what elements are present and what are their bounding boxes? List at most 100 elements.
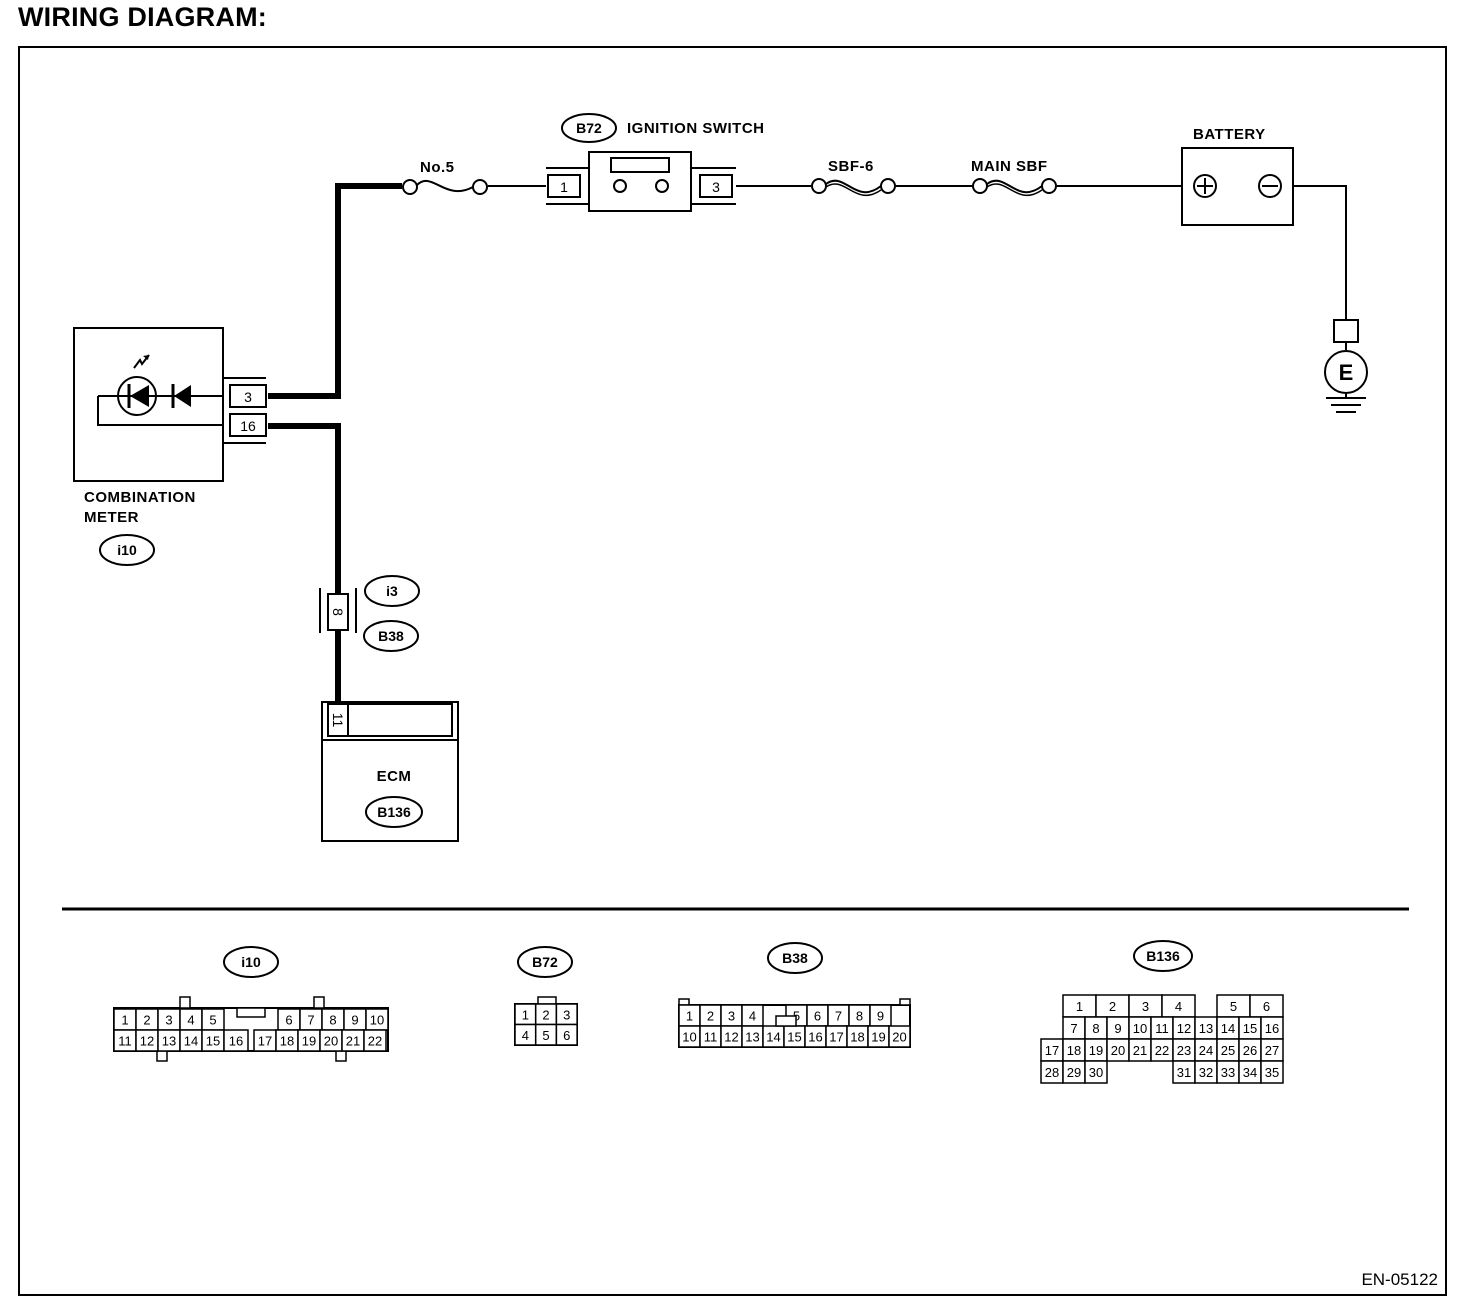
main-sbf-fuse: MAIN SBF — [971, 158, 1057, 197]
joint-connector-b38: B38 — [378, 628, 404, 644]
sbf6-label: SBF-6 — [828, 158, 874, 175]
meter-connector-id: i10 — [117, 542, 137, 558]
joint-connector: 8 i3 B38 — [319, 575, 420, 652]
b38-pin-3: 3 — [728, 1009, 735, 1024]
i10-pin-20: 20 — [324, 1034, 338, 1049]
ecm-connector-id: B136 — [377, 804, 411, 820]
i10-pin-14: 14 — [184, 1034, 198, 1049]
b136-pin-27: 27 — [1265, 1043, 1279, 1058]
b136-pin-4: 4 — [1175, 999, 1182, 1014]
i10-pin-11: 11 — [118, 1034, 132, 1049]
i10-pin-1: 1 — [121, 1013, 128, 1028]
i10-pin-22: 22 — [368, 1034, 382, 1049]
b136-pin-6: 6 — [1263, 999, 1270, 1014]
battery-label: BATTERY — [1193, 126, 1266, 143]
b38-pin-7: 7 — [835, 1009, 842, 1024]
b38-pin-16: 16 — [808, 1030, 822, 1045]
ign-connector-id: B72 — [576, 120, 602, 136]
connector-face-b72-label: B72 — [532, 954, 558, 970]
b38-pin-20-box — [888, 1025, 911, 1048]
ecm-pin-11: 11 — [330, 713, 346, 728]
i10-pin-7: 7 — [307, 1013, 314, 1028]
i10-pin-3: 3 — [165, 1013, 172, 1028]
b136-pin-7: 7 — [1070, 1021, 1077, 1036]
b38-pin-20: 20 — [892, 1030, 906, 1045]
ign-pin-3: 3 — [712, 179, 720, 195]
b136-pin-34: 34 — [1243, 1065, 1257, 1080]
i10-pin-5: 5 — [209, 1013, 216, 1028]
b136-pin-13: 13 — [1199, 1021, 1213, 1036]
b136-pin-18: 18 — [1067, 1043, 1081, 1058]
b136-pin-35-box — [1260, 1060, 1284, 1084]
figure-id: EN-05122 — [1361, 1270, 1438, 1289]
i10-pin-10: 10 — [370, 1013, 384, 1028]
meter-label-line1: COMBINATION — [84, 489, 196, 506]
b38-pin-13: 13 — [745, 1030, 759, 1045]
b136-pin-16: 16 — [1265, 1021, 1279, 1036]
ground-label: E — [1339, 360, 1354, 385]
i10-pin-16-box — [223, 1029, 249, 1052]
i10-pin-4: 4 — [187, 1013, 194, 1028]
meter-pin-16: 16 — [240, 418, 256, 434]
b72-pin-2: 2 — [542, 1007, 549, 1022]
battery: BATTERY — [1181, 126, 1294, 226]
b38-pin-10: 10 — [682, 1030, 696, 1045]
b136-pin-33: 33 — [1221, 1065, 1235, 1080]
meter-pin-3: 3 — [244, 389, 252, 405]
sbf6-fuse: SBF-6 — [811, 158, 896, 197]
b38-pin-8: 8 — [856, 1009, 863, 1024]
page-title: WIRING DIAGRAM: — [18, 2, 267, 32]
b72-pin-1: 1 — [522, 1007, 529, 1022]
fuse-no5-label: No.5 — [420, 159, 455, 176]
b136-pin-28: 28 — [1045, 1065, 1059, 1080]
ign-pin-1: 1 — [560, 179, 568, 195]
b38-pin-4: 4 — [749, 1009, 756, 1024]
i10-pin-9: 9 — [351, 1013, 358, 1028]
b72-pin-3: 3 — [563, 1007, 570, 1022]
signal-wire — [268, 423, 341, 705]
b136-pin-23: 23 — [1177, 1043, 1191, 1058]
ecm-label: ECM — [377, 768, 412, 785]
b136-pin-9: 9 — [1114, 1021, 1121, 1036]
ecm: 11 ECM B136 — [321, 701, 459, 842]
b136-pin-31: 31 — [1177, 1065, 1191, 1080]
i10-pin-12: 12 — [140, 1034, 154, 1049]
i10-pin-19: 19 — [302, 1034, 316, 1049]
b136-pin-15: 15 — [1243, 1021, 1257, 1036]
b136-pin-12: 12 — [1177, 1021, 1191, 1036]
fuse-no5: No.5 — [402, 159, 488, 195]
ignition-switch-label: IGNITION SWITCH — [627, 120, 765, 137]
b136-pin-5: 5 — [1230, 999, 1237, 1014]
i10-pin-13: 13 — [162, 1034, 176, 1049]
b136-pin-3: 3 — [1142, 999, 1149, 1014]
b136-pin-19: 19 — [1089, 1043, 1103, 1058]
b72-pin-6-box — [555, 1023, 578, 1046]
i10-pin-15: 15 — [206, 1034, 220, 1049]
ignition-switch: 1 3 B72 IGNITION SWITCH — [546, 113, 765, 212]
i10-pin-18: 18 — [280, 1034, 294, 1049]
b136-pin-21: 21 — [1133, 1043, 1147, 1058]
b136-pin-2: 2 — [1109, 999, 1116, 1014]
connector-face-i10-label: i10 — [241, 954, 261, 970]
b38-pin-15: 15 — [787, 1030, 801, 1045]
b38-pin-9: 9 — [877, 1009, 884, 1024]
b136-pin-8: 8 — [1092, 1021, 1099, 1036]
i10-pin-16: 16 — [229, 1034, 243, 1049]
b38-pin-19: 19 — [871, 1030, 885, 1045]
b38-pin-18: 18 — [850, 1030, 864, 1045]
connector-face-b38-label: B38 — [782, 950, 808, 966]
b136-pin-29: 29 — [1067, 1065, 1081, 1080]
b38-pin-6: 6 — [814, 1009, 821, 1024]
b136-pin-35: 35 — [1265, 1065, 1279, 1080]
b72-pin-6: 6 — [563, 1028, 570, 1043]
b38-pin-2: 2 — [707, 1009, 714, 1024]
joint-connector-i3: i3 — [386, 583, 398, 599]
b38-pin-1: 1 — [686, 1009, 693, 1024]
i10-pin-6: 6 — [285, 1013, 292, 1028]
b38-pin-12: 12 — [724, 1030, 738, 1045]
meter-label-line2: METER — [84, 509, 139, 526]
connector-face-b136-label: B136 — [1146, 948, 1180, 964]
